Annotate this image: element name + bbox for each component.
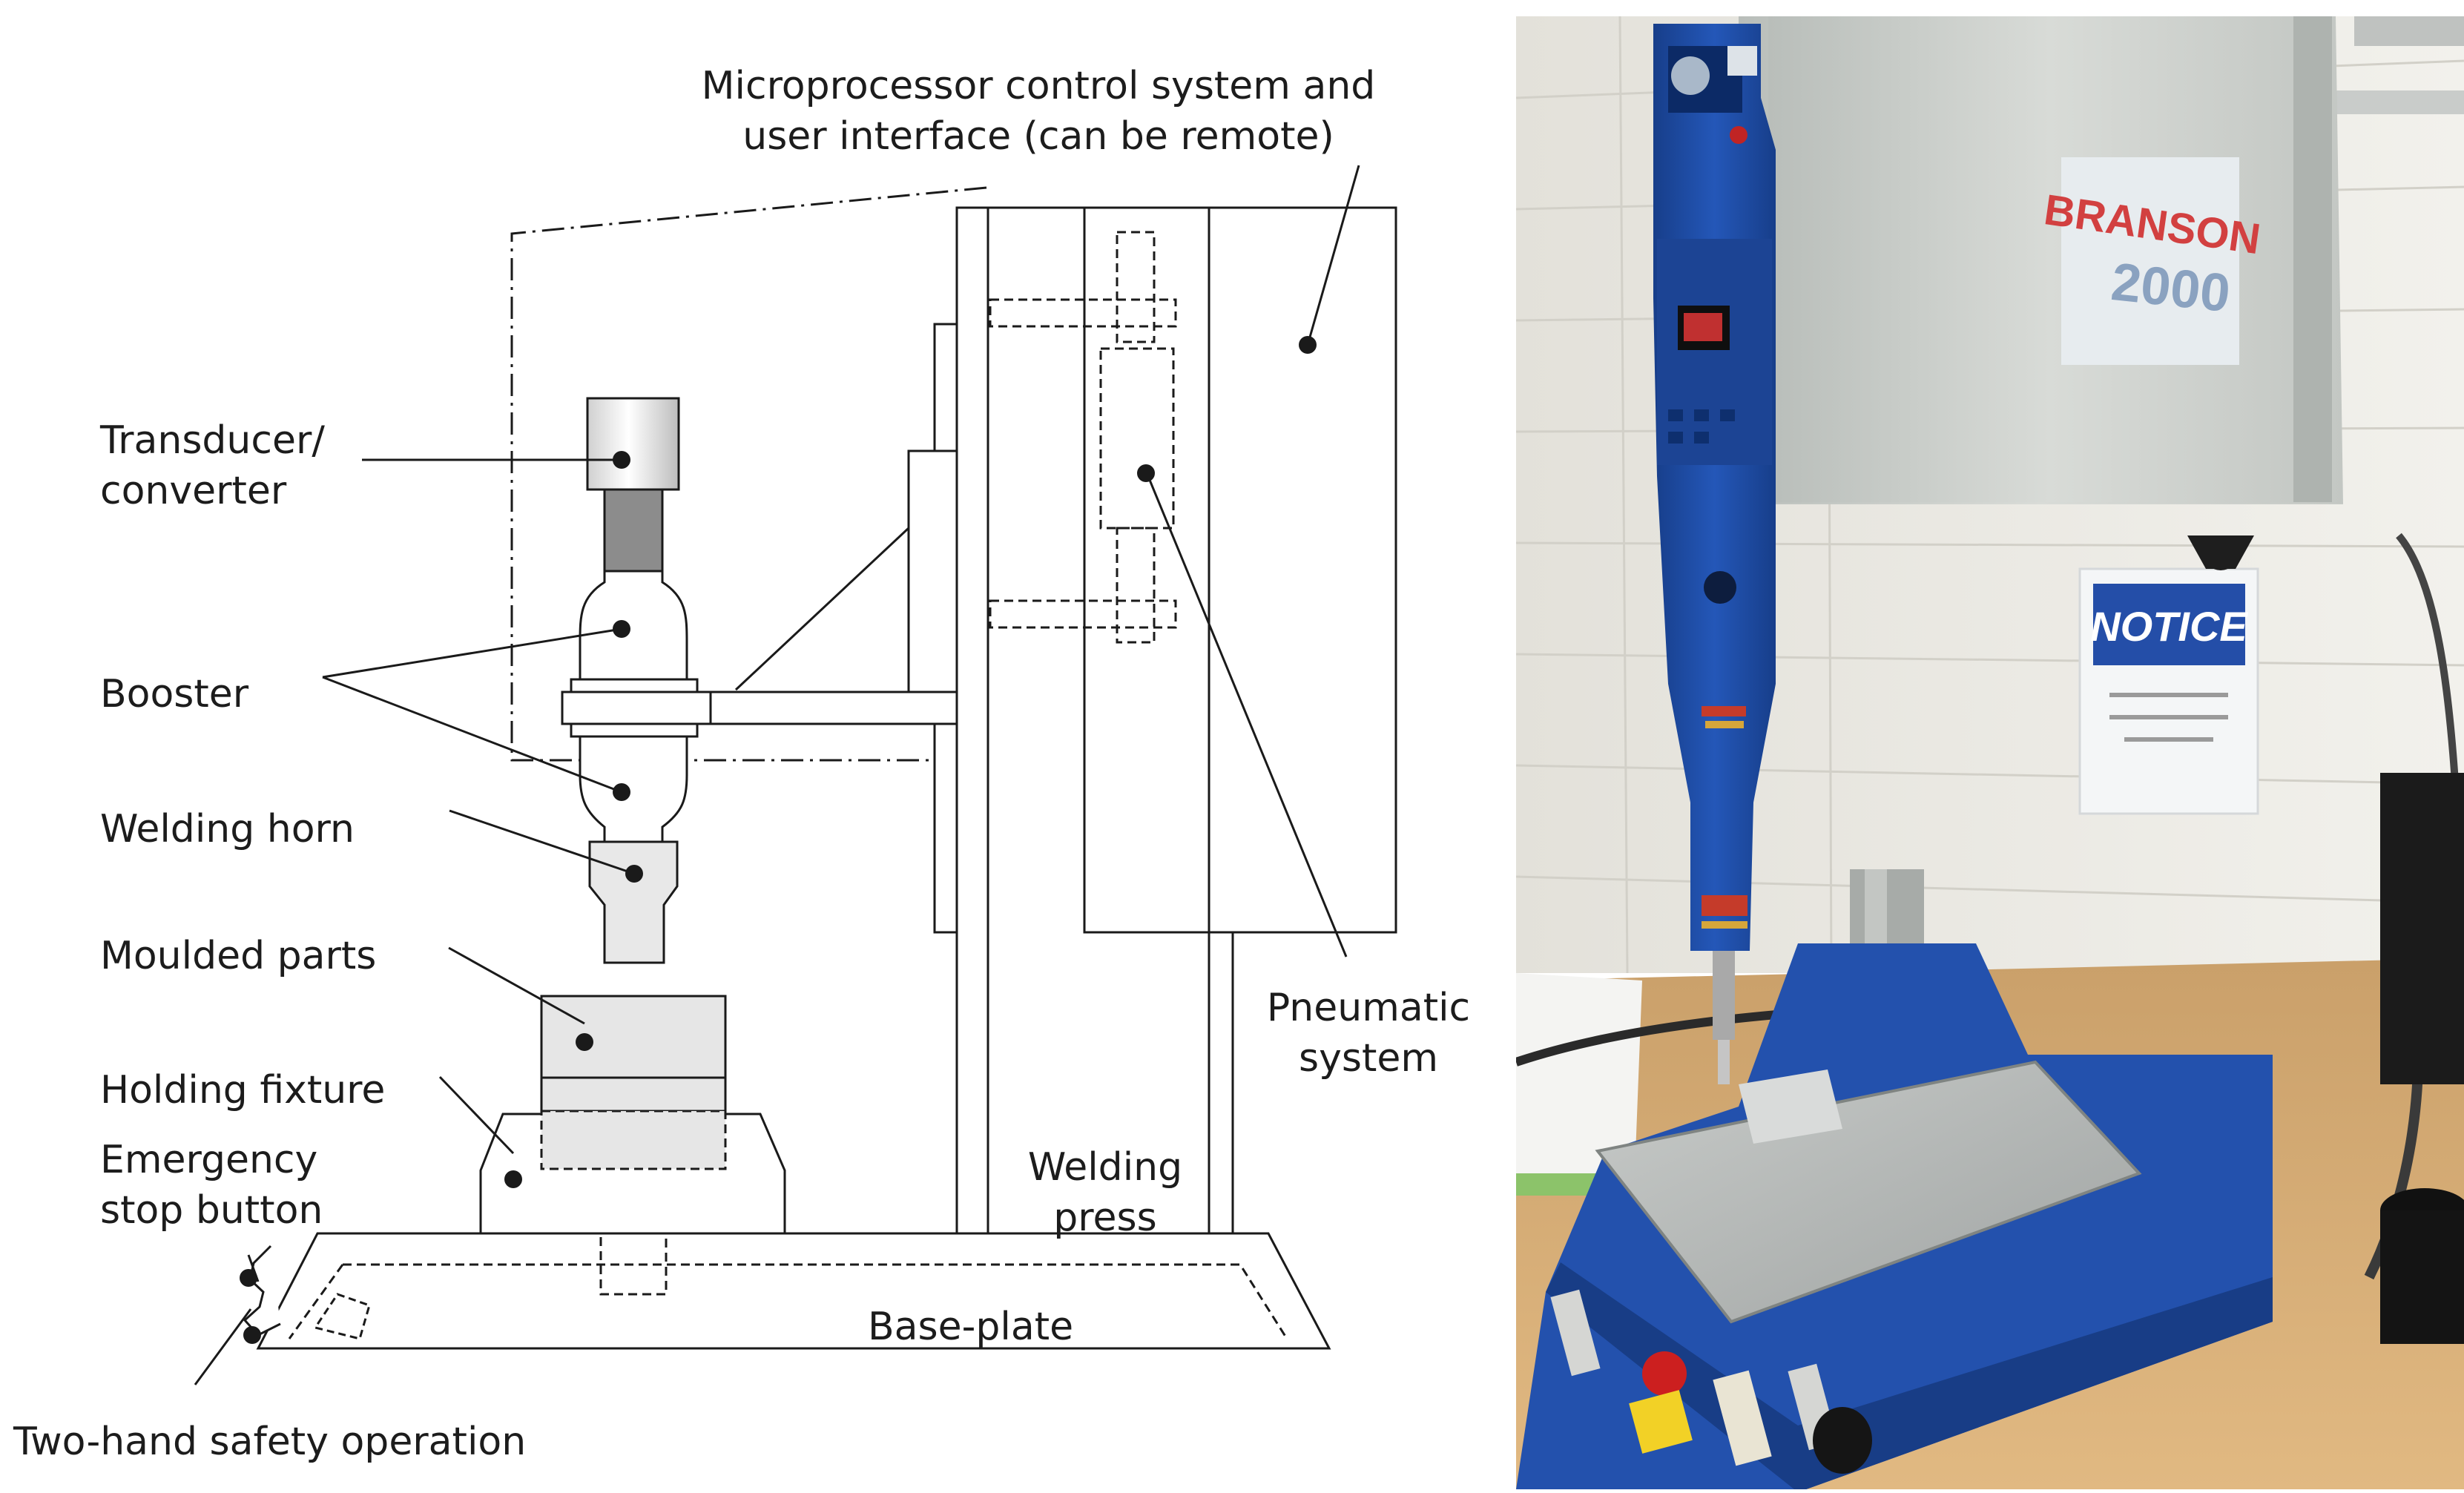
label-moulded-parts: Moulded parts (100, 934, 377, 978)
photo-emergency-stop (1642, 1351, 1687, 1396)
pipe (2354, 16, 2464, 46)
welder-photo: BRANSON 2000 NOTICE (1516, 16, 2464, 1489)
controller-envelope (510, 186, 987, 762)
booster-clamp (561, 691, 712, 725)
pneumatic-rod-top (1116, 231, 1156, 343)
adjustment-knob (2187, 535, 2254, 570)
label-pneumatic-system: Pneumatic system (1266, 986, 1471, 1081)
notice-text: NOTICE (2090, 603, 2248, 650)
gauge (1671, 56, 1710, 95)
control-box (1083, 206, 1397, 934)
welding-horn (588, 840, 679, 964)
right-warning-label (1713, 1370, 1772, 1466)
label-booster: Booster (100, 672, 249, 716)
label-welding-press: Welding press (1027, 1145, 1183, 1240)
photo-horn (1713, 951, 1735, 1040)
base-plate (256, 1232, 1331, 1350)
transducer-neck (603, 488, 664, 573)
side-equipment (2380, 773, 2464, 1084)
transducer (586, 397, 680, 491)
booster-lower (579, 735, 688, 843)
booster-flange (570, 678, 699, 693)
brand-sticker (2061, 157, 2239, 365)
photo-fixture-block (1739, 1070, 1842, 1144)
bracket-plate (907, 449, 958, 693)
booster-upper (579, 570, 688, 681)
control-panel (1657, 239, 1772, 465)
welding-machine-schematic: Microprocessor control system and user i… (13, 64, 1470, 1464)
dial (1813, 1407, 1872, 1474)
paper (1516, 973, 1642, 1173)
pneumatic-rod-bottom (1116, 527, 1156, 644)
label-holding-fixture: Holding fixture (100, 1068, 386, 1113)
label-microprocessor: Microprocessor control system and user i… (701, 64, 1376, 159)
label-two-hand-safety: Two-hand safety operation (13, 1420, 527, 1464)
left-start-button (1550, 1289, 1601, 1377)
welder-photo-illustration: BRANSON 2000 NOTICE (1516, 16, 2464, 1489)
label-transducer: Transducer/ converter (100, 418, 325, 513)
model-text: 2000 (2109, 252, 2233, 323)
label-emergency-stop: Emergency stop button (100, 1138, 323, 1233)
notice-header (2093, 584, 2245, 665)
label-base-plate: Base-plate (868, 1305, 1074, 1349)
fixture-plate (1595, 1060, 2142, 1324)
label-welding-horn: Welding horn (100, 807, 355, 851)
column-front (955, 206, 989, 1235)
warning-label (1629, 1390, 1693, 1454)
schematic-drawing (194, 165, 1397, 1385)
moulded-parts (540, 995, 727, 1079)
